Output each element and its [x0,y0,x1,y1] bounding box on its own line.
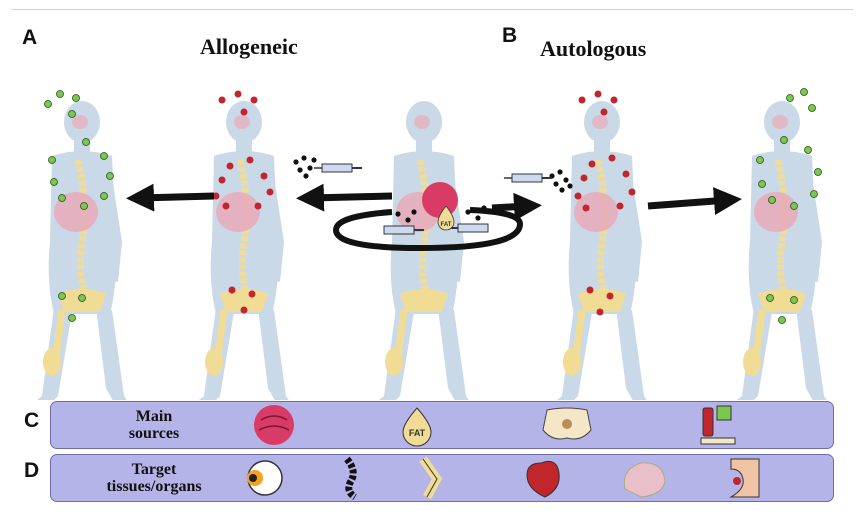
cord-source-icon [422,182,458,218]
eye-icon [247,460,283,496]
fat-source-icon: FAT [437,205,455,231]
top-divider [12,9,853,10]
blood-sample-icon [700,405,736,445]
target-tissues-icons [247,456,760,501]
panel-b-letter: B [502,24,518,47]
fat-label: FAT [441,222,452,228]
flow-arrows [126,183,742,252]
figure-auto-treated [722,101,836,400]
syringe-icons [314,163,552,235]
spine-icon [344,456,357,501]
arrow-allo-result [126,183,215,212]
umbilical-cord-icon [254,405,294,445]
figure-auto-damaged [542,101,656,400]
svg-text:FAT: FAT [409,428,426,438]
heart-icon [526,460,560,498]
fat-drop-icon: FAT [402,407,432,447]
panel-c-letter: C [24,409,40,432]
pelvis-bone-icon [542,407,592,440]
arrow-auto-transfer [491,192,542,221]
knee-joint-icon [419,456,443,500]
panel-a-letter: A [22,26,38,49]
figure-allo-damaged [184,101,298,400]
therapy-diagram: FAT [0,88,865,400]
autologous-title: Autologous [540,36,647,61]
breast-icon [729,458,760,498]
figure-allo-treated [22,101,136,400]
main-sources-icons: FAT [254,405,736,447]
allogeneic-title: Allogeneic [200,34,298,59]
repair-markers [44,88,822,324]
liver-icon [623,462,666,498]
arrow-allo-transfer [296,183,393,212]
panel-d-letter: D [24,459,40,482]
arrow-auto-result [647,187,742,216]
damage-markers [212,90,636,316]
